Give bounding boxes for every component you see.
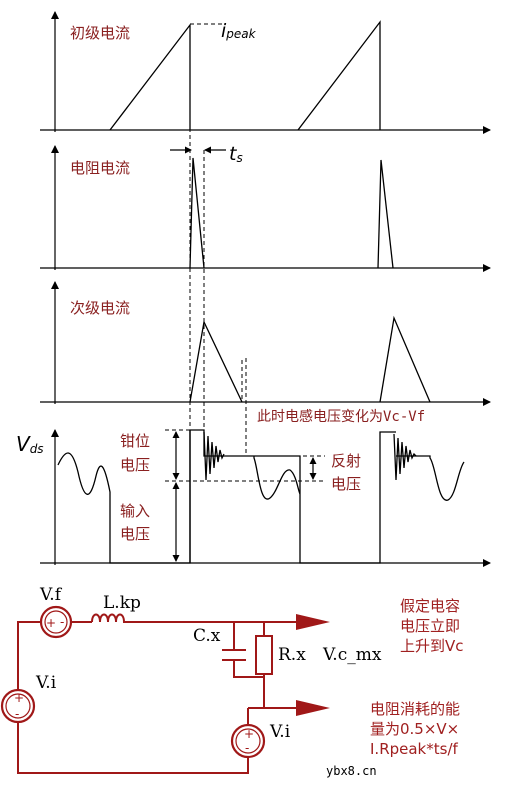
ts-label: ts bbox=[229, 143, 243, 165]
peak-label: ipeak bbox=[221, 20, 257, 42]
output-arrow-bottom bbox=[296, 700, 330, 716]
energy-note-line-1: 电阻消耗的能 bbox=[370, 700, 460, 718]
wire-cap-bottom bbox=[233, 660, 264, 678]
vds-waveform-3 bbox=[396, 455, 465, 501]
capacitor-assumption-note: 假定电容 电压立即 上升到Vc bbox=[400, 597, 465, 655]
wire-bottom bbox=[17, 722, 249, 774]
vi-left-label: V.i bbox=[35, 673, 57, 693]
input-voltage-label: 输入 电压 bbox=[120, 502, 155, 543]
svg-text:+: + bbox=[244, 727, 254, 741]
wire-res-bottom bbox=[263, 674, 296, 709]
output-arrow-top bbox=[296, 614, 330, 630]
vds-ringing-segment bbox=[253, 456, 301, 500]
vds-waveform-2 bbox=[189, 430, 396, 564]
inductor-lkp bbox=[91, 613, 130, 623]
resistor-rx bbox=[255, 635, 273, 675]
vf-source: + - bbox=[39, 605, 73, 639]
primary-current-label: 初级电流 bbox=[70, 24, 130, 42]
snubber-circuit: + - + - + - V.f L.kp C.x R.x V.c_mx V.i … bbox=[0, 585, 465, 774]
vds-waveform-1 bbox=[57, 429, 301, 564]
vi-left-source: + - bbox=[0, 688, 36, 724]
primary-ramp-1 bbox=[109, 23, 191, 131]
reflected-voltage-label: 反射 电压 bbox=[331, 452, 366, 493]
vds-spike-ring-1 bbox=[203, 431, 225, 481]
vf-label: V.f bbox=[39, 585, 63, 605]
energy-note-line-3: I.Rpeak*ts/f bbox=[370, 740, 458, 758]
resistor-current-panel: 电阻电流 ts bbox=[40, 143, 491, 272]
secondary-triangle-1 bbox=[189, 319, 243, 403]
clamp-voltage-line-2: 电压 bbox=[120, 456, 150, 474]
clamp-voltage-line-1: 钳位 bbox=[120, 432, 150, 450]
resistor-energy-note: 电阻消耗的能 量为0.5×V× I.Rpeak*ts/f bbox=[370, 700, 465, 758]
cx-label: C.x bbox=[193, 626, 221, 646]
secondary-current-label: 次级电流 bbox=[70, 299, 130, 317]
vi-right-source: + - bbox=[230, 723, 266, 759]
cap-note-line-2: 电压立即 bbox=[400, 617, 460, 635]
primary-ramp-2 bbox=[297, 20, 381, 131]
resistor-current-label: 电阻电流 bbox=[70, 159, 130, 177]
clamp-voltage-label: 钳位 电压 bbox=[120, 432, 155, 474]
watermark: ybx8.cn bbox=[326, 764, 377, 778]
lkp-label: L.kp bbox=[103, 593, 141, 613]
vds-panel: Vds 钳位 电压 反射 电压 输入 电压 bbox=[16, 358, 491, 567]
resistor-pulse-1 bbox=[189, 157, 205, 269]
svg-text:+: + bbox=[14, 691, 24, 705]
svg-text:+: + bbox=[46, 616, 56, 630]
svg-text:-: - bbox=[15, 707, 19, 721]
energy-note-line-2: 量为0.5×V× bbox=[370, 720, 459, 738]
cap-note-line-3: 上升到Vc bbox=[400, 637, 464, 655]
vds-label-sub: ds bbox=[30, 442, 44, 456]
svg-text:-: - bbox=[60, 615, 64, 629]
ts-label-sub: s bbox=[236, 151, 242, 165]
inductor-voltage-note: 此时电感电压变化为Vc-Vf bbox=[257, 408, 425, 425]
reflected-voltage-line-1: 反射 bbox=[331, 452, 361, 470]
rx-label: R.x bbox=[278, 645, 306, 665]
secondary-triangle-2 bbox=[379, 315, 431, 403]
wire-top-left bbox=[17, 621, 40, 690]
vds-spike-ring-2 bbox=[393, 433, 417, 481]
peak-label-main: i bbox=[221, 20, 227, 42]
input-voltage-line-2: 电压 bbox=[120, 525, 150, 543]
svg-text:-: - bbox=[245, 741, 249, 755]
secondary-current-panel: 次级电流 此时电感电压变化为Vc-Vf bbox=[40, 281, 491, 425]
vds-label: Vds bbox=[16, 432, 44, 456]
ts-label-main: t bbox=[229, 143, 238, 165]
vds-label-main: V bbox=[16, 432, 31, 456]
primary-current-panel: 初级电流 ipeak bbox=[40, 11, 491, 134]
vi-right-label: V.i bbox=[269, 722, 291, 742]
input-voltage-line-1: 输入 bbox=[120, 502, 150, 520]
reflected-voltage-line-2: 电压 bbox=[331, 475, 361, 493]
peak-label-sub: peak bbox=[225, 27, 256, 41]
vcmx-label: V.c_mx bbox=[322, 645, 382, 665]
resistor-pulse-2 bbox=[377, 159, 394, 269]
cap-note-line-1: 假定电容 bbox=[400, 597, 460, 615]
